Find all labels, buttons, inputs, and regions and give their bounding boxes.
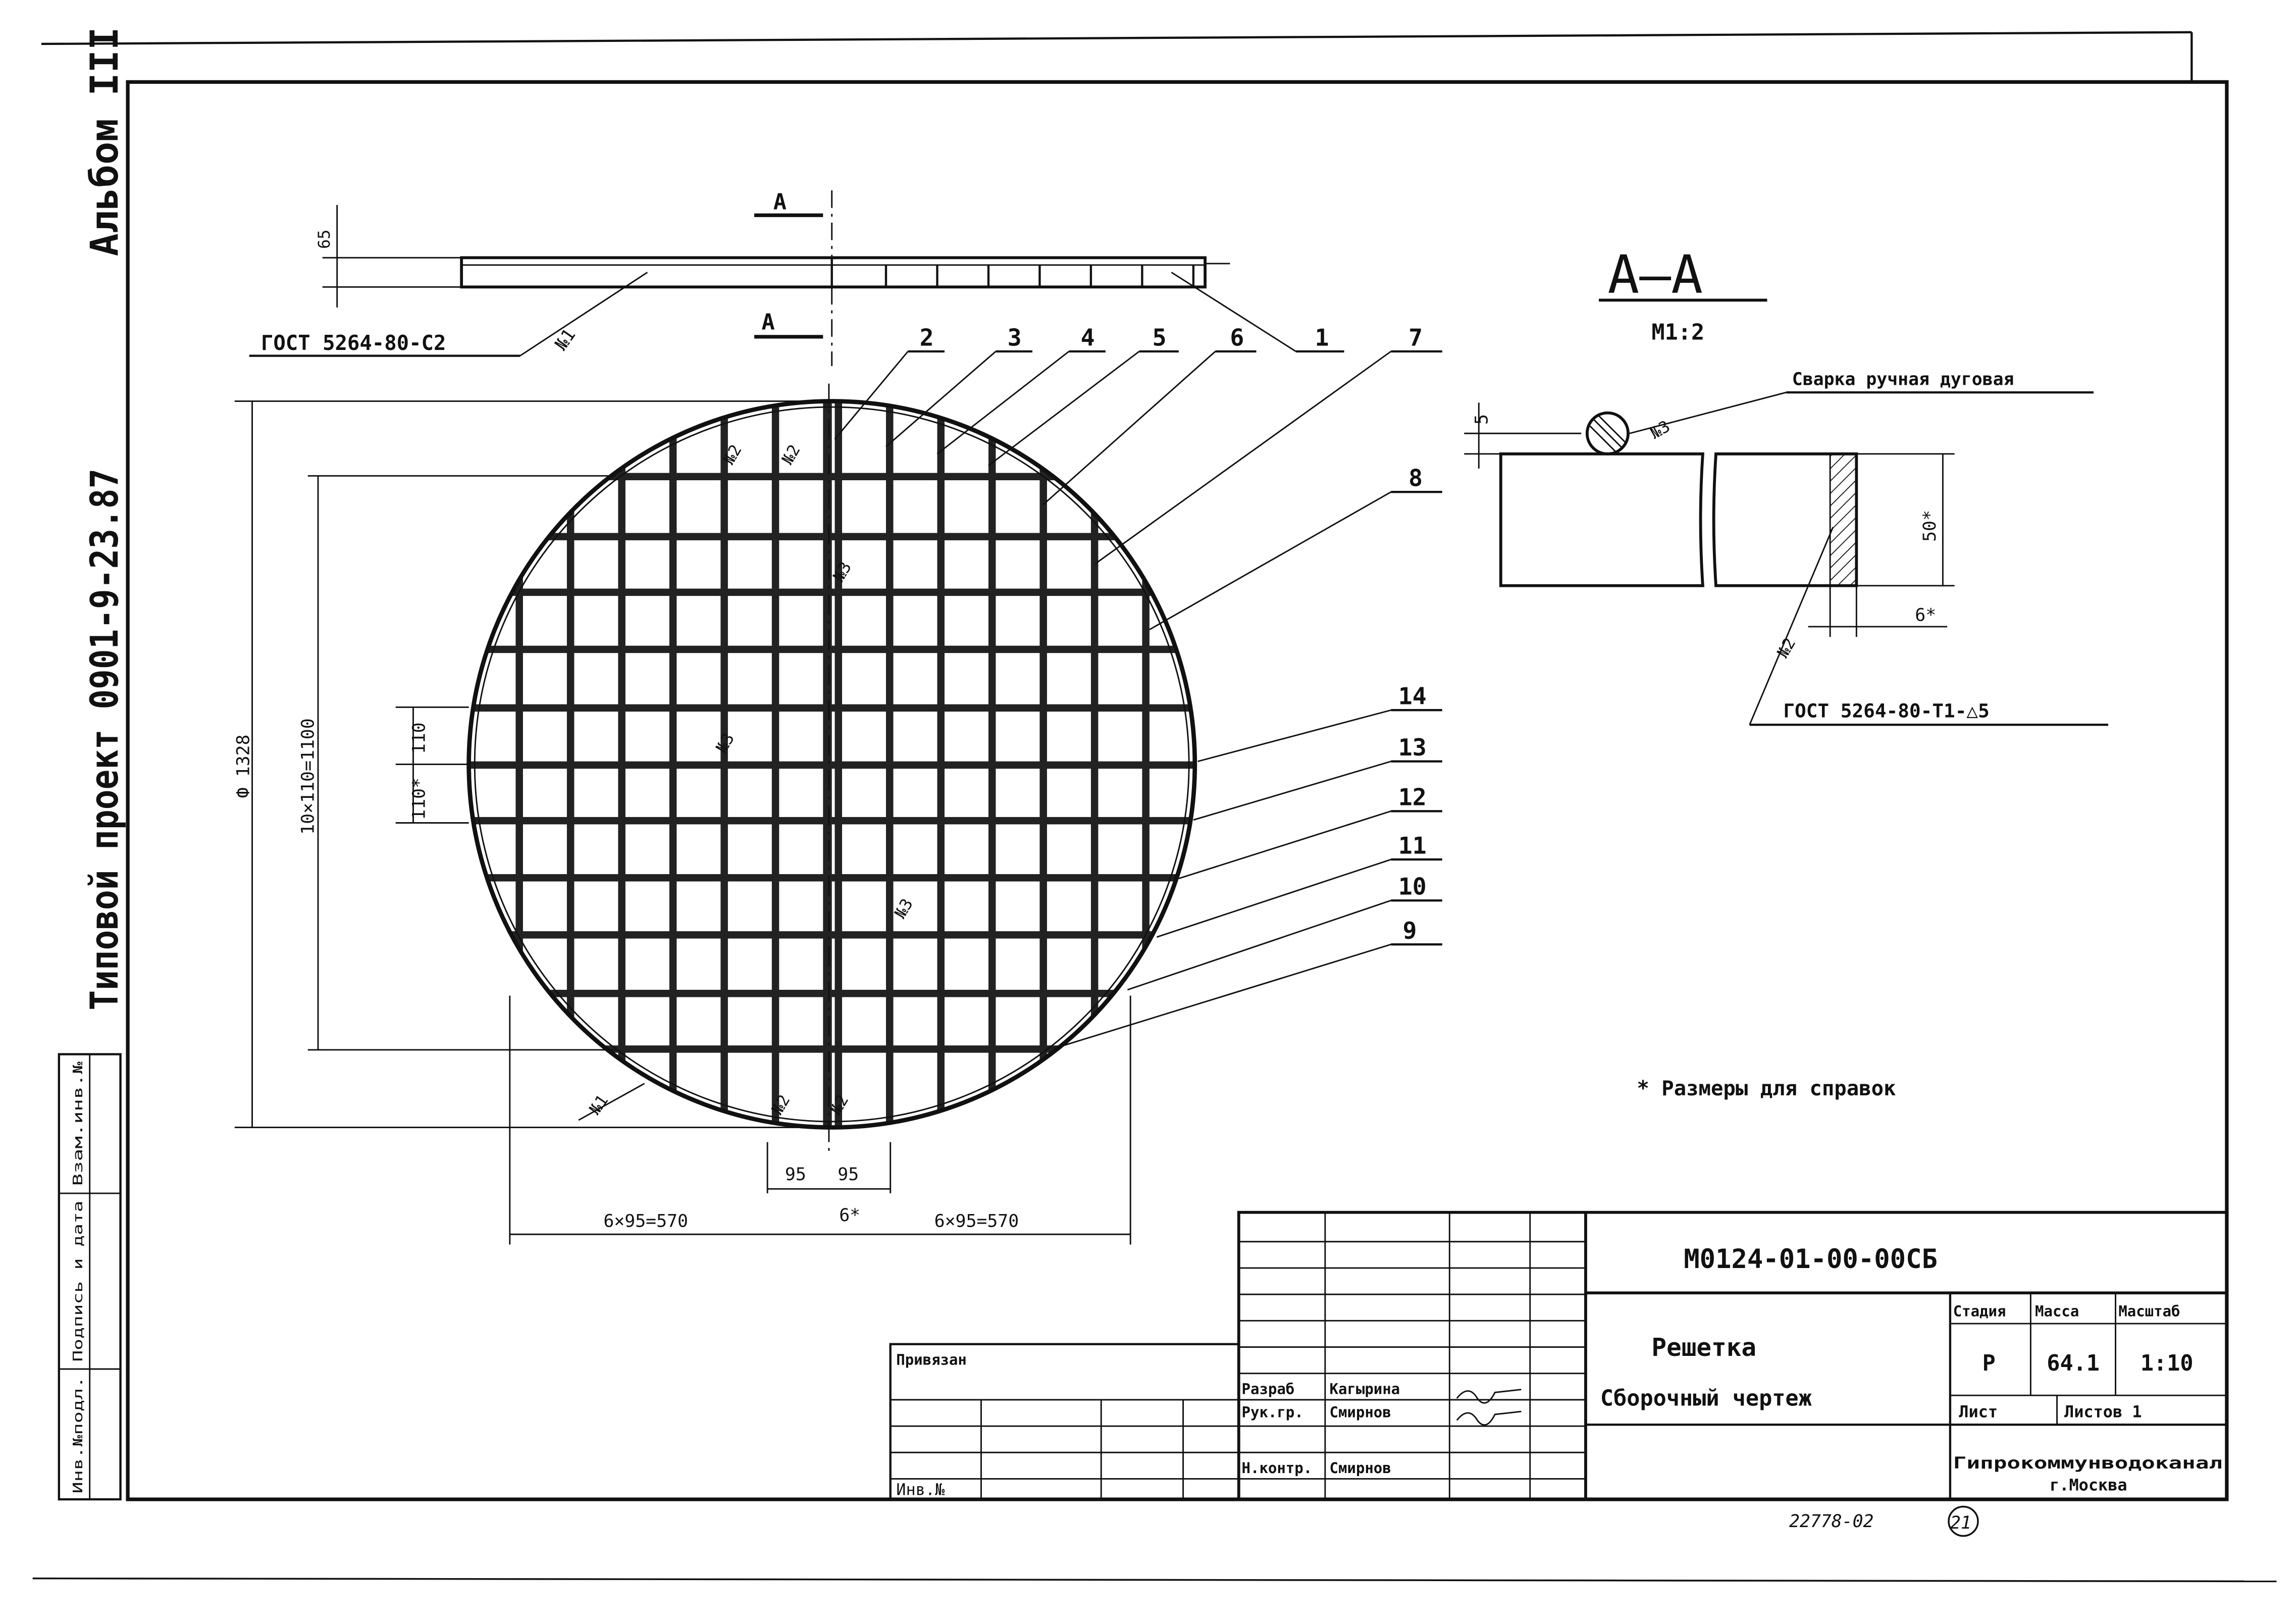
weld-no-top: №1 [551, 325, 580, 355]
center-right-dim: 95 [838, 1165, 859, 1185]
tb-role-1: Разраб [1242, 1380, 1295, 1397]
album-label: Альбом III [82, 27, 127, 257]
pos-label-14: 14 [1398, 683, 1427, 710]
weld-no-plan-7: №2 [767, 1091, 794, 1118]
tb-mass: 64.1 [2047, 1351, 2100, 1376]
tb-mass-header: Масса [2035, 1303, 2079, 1320]
tb-name: Решетка [1651, 1333, 1756, 1362]
tb-scale-header: Масштаб [2118, 1303, 2180, 1320]
section-dim-height: 50* [1920, 510, 1940, 542]
section-title: А—А [1607, 244, 1703, 306]
pos-label-3: 3 [1008, 324, 1022, 351]
weld-no-plan-2: №2 [778, 441, 804, 468]
top-elevation-view: 65 А А ГОСТ 5264-80-С2 №1 1 [249, 190, 1344, 366]
tb-city: г.Москва [2050, 1476, 2127, 1495]
section-weld-no-2: №2 [1773, 635, 1799, 661]
tb-org: Гипрокоммунводоканал [1953, 1453, 2223, 1473]
pitch-dim-star: 110* [409, 778, 430, 820]
sheet-circle-number: 21 [1950, 1513, 1971, 1533]
section-gost: ГОСТ 5264-80-Т1-△5 [1783, 700, 1989, 722]
signature-1 [1456, 1389, 1522, 1404]
grate-plan-view: №2 №2 №3 №3 №3 №1 №2 №2 2 3 4 5 6 7 [234, 324, 1442, 1245]
pos-label-7: 7 [1408, 324, 1423, 351]
section-weld-label: Сварка ручная дуговая [1792, 370, 2014, 390]
tb-sheet-header: Лист [1959, 1402, 1998, 1422]
tb-role-2: Рук.гр. [1242, 1404, 1303, 1421]
tb-type: Сборочный чертеж [1600, 1386, 1812, 1411]
weld-no-plan-3: №3 [829, 559, 855, 585]
center-gap-dim: 6* [839, 1205, 860, 1226]
bottom-left-dim: 6×95=570 [603, 1211, 688, 1232]
bottom-right-dim: 6×95=570 [934, 1211, 1019, 1232]
section-dim-top: 5 [1472, 414, 1492, 425]
pos-label-12: 12 [1398, 784, 1427, 811]
project-label: Типовой проект 0901-9-23.87 [82, 469, 127, 1010]
pos-label-4: 4 [1081, 324, 1095, 351]
tb-privyazan: Привязан [896, 1351, 967, 1368]
pos-label-1: 1 [1315, 324, 1329, 351]
tb-inv: Инв.№ [896, 1480, 945, 1499]
diameter-dim: Ф 1328 [234, 735, 254, 798]
tb-name-1: Кагырина [1330, 1380, 1400, 1397]
position-leaders-bottom: 14 13 12 11 10 9 [1054, 683, 1442, 1049]
weld-no-plan-4: №3 [712, 730, 738, 756]
tb-name-3: Смирнов [1330, 1459, 1391, 1477]
weld-no-plan-5: №3 [891, 895, 917, 922]
center-left-dim: 95 [785, 1165, 806, 1185]
height-dim: 10×110=1100 [298, 718, 318, 834]
horizontal-rods [468, 473, 1195, 1053]
pos-label-13: 13 [1398, 734, 1427, 761]
side-col-inv: Инв.№подл. [71, 1376, 86, 1493]
tb-scale: 1:10 [2141, 1351, 2194, 1376]
pos-label-8: 8 [1408, 465, 1423, 492]
reference-note: * Размеры для справок [1637, 1076, 1896, 1100]
grate-rim-inner [474, 406, 1190, 1123]
section-dim-width: 6* [1915, 605, 1936, 625]
position-leaders-top: 2 3 4 5 6 7 8 [834, 324, 1442, 631]
tb-role-3: Н.контр. [1242, 1459, 1313, 1477]
pos-label-5: 5 [1153, 324, 1167, 351]
section-a-a: А—А М1:2 5 Сварка ручная дуговая №3 50* … [1464, 244, 2109, 726]
tb-stage-header: Стадия [1953, 1303, 2006, 1320]
title-block: Привязан Инв.№ Разраб Кагырина Рук.гр. С… [889, 1210, 2228, 1501]
side-stamp: Альбом III Типовой проект 0901-9-23.87 И… [71, 27, 127, 1494]
section-scale: М1:2 [1651, 320, 1704, 345]
pos-label-2: 2 [920, 324, 934, 351]
signature-2 [1456, 1410, 1522, 1426]
side-col-replace: Взам.инв.№ [71, 1061, 86, 1186]
pos-label-9: 9 [1403, 917, 1417, 944]
pos-label-6: 6 [1230, 324, 1244, 351]
tb-doc-code: М0124-01-00-00СБ [1684, 1244, 1938, 1275]
elevation-dividers [830, 258, 1195, 287]
thickness-dim: 65 [315, 230, 334, 249]
section-weld-no: №3 [1647, 417, 1673, 443]
plan-dimensions: Ф 1328 10×110=1100 110 110* 95 95 6×95=5… [234, 400, 1131, 1245]
section-mark-bottom: А [762, 310, 775, 335]
tb-stage: Р [1982, 1351, 1996, 1376]
section-mark-top: А [773, 190, 787, 215]
sheet-circle [1948, 1505, 1979, 1537]
archive-number: 22778-02 [1789, 1511, 1874, 1532]
weld-symbol-gost: ГОСТ 5264-80-С2 [261, 331, 446, 355]
pos-label-11: 11 [1398, 832, 1427, 859]
tb-name-2: Смирнов [1330, 1404, 1391, 1421]
pos-label-10: 10 [1398, 873, 1427, 900]
tb-sheets-header: Листов 1 [2064, 1402, 2142, 1422]
side-col-sign: Подпись и дата [71, 1201, 86, 1362]
pitch-dim: 110 [409, 722, 430, 754]
